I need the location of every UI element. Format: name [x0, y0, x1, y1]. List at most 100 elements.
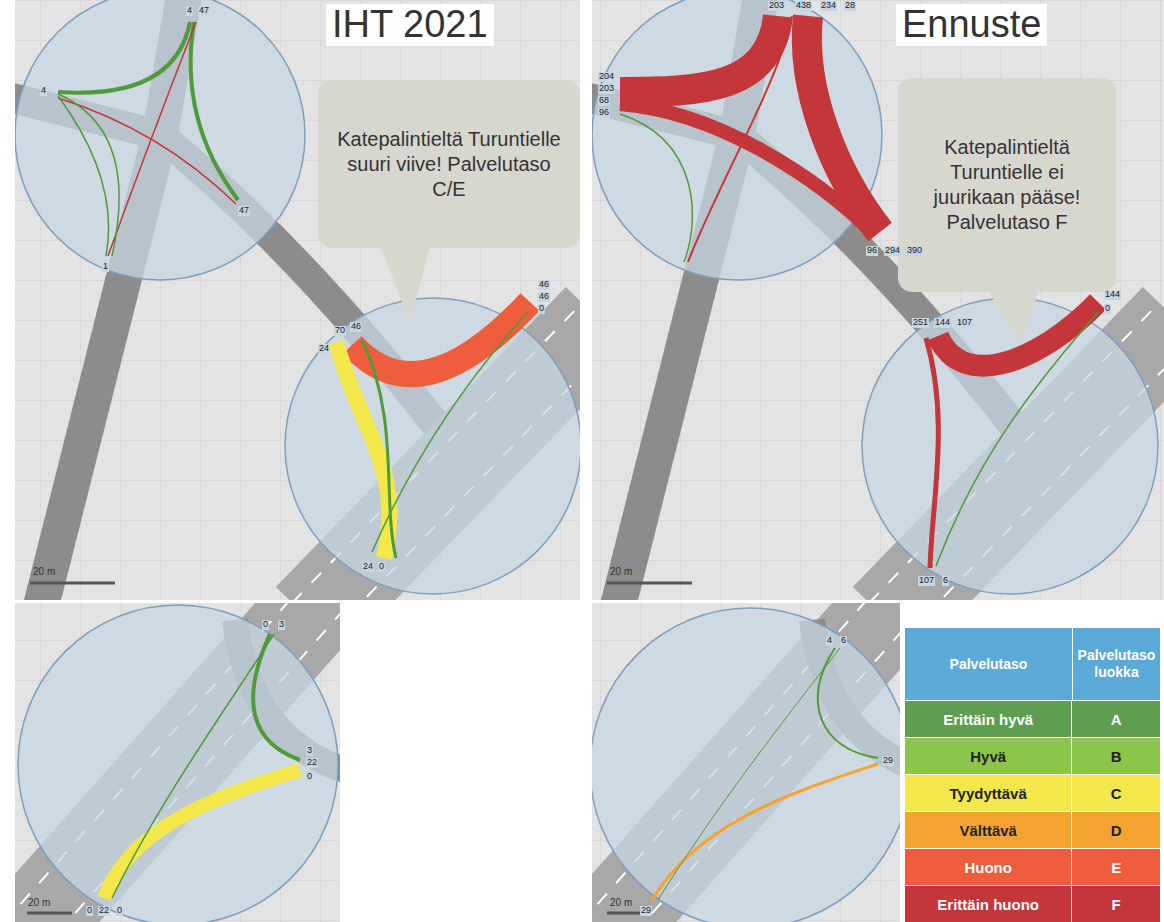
flow-count: 144 [934, 318, 951, 328]
flow-count: 70 [334, 326, 346, 336]
legend-text: Erittäin hyvä [943, 711, 1033, 728]
flow-count: 107 [956, 318, 973, 328]
legend-cell: F [1071, 886, 1160, 922]
class-letter: F [1112, 896, 1121, 913]
flow-count: 203 [598, 84, 615, 94]
flow-count: 4 [40, 86, 47, 96]
traffic-flow [58, 96, 109, 256]
flow-count: 96 [598, 108, 610, 118]
scale-label: 20 m [610, 897, 632, 908]
flow-count: 46 [350, 322, 362, 332]
traffic-flow [372, 312, 528, 552]
traffic-flow [936, 312, 1098, 566]
traffic-flow [104, 770, 300, 898]
traffic-flow [112, 634, 274, 898]
traffic-flow [58, 22, 190, 93]
analysis-circle [592, 0, 882, 280]
flow-count: 0 [538, 304, 545, 314]
flow-count: 68 [598, 96, 610, 106]
legend-cell: B [1071, 738, 1160, 774]
analysis-circle [285, 298, 580, 594]
legend-cell: C [1071, 775, 1160, 811]
traffic-flow [652, 648, 878, 900]
callout-pointer [378, 240, 432, 322]
class-letter: D [1111, 822, 1122, 839]
title-text: Ennuste [896, 4, 1047, 46]
flow-count: 0 [306, 772, 313, 782]
traffic-flow [688, 16, 792, 262]
legend-cell: E [1071, 849, 1160, 885]
scale-bar [27, 913, 72, 914]
legend-cell: Välttävä [905, 812, 1071, 848]
flow-count: 294 [884, 246, 901, 256]
flow-count: 0 [1104, 304, 1111, 314]
callout-box: Katepalintieltä Turuntielle suuri viive!… [318, 80, 580, 248]
legend-cell: A [1071, 701, 1160, 737]
flow-count: 1 [102, 262, 109, 272]
class-letter: E [1111, 859, 1121, 876]
flow-count: 47 [238, 206, 250, 216]
legend-text: Hyvä [970, 748, 1006, 765]
flow-count: 46 [538, 280, 550, 290]
traffic-flow [658, 648, 840, 900]
analysis-circle [592, 608, 900, 922]
flow-count: 3 [306, 746, 313, 756]
analysis-circle [18, 605, 338, 922]
analysis-circle [592, 0, 1158, 594]
flow-count: 390 [906, 246, 923, 256]
callout-text: Katepalintieltä Turuntielle suuri viive!… [332, 127, 566, 202]
traffic-flow [362, 340, 396, 558]
scale-label: 20 m [28, 897, 50, 908]
analysis-circle [18, 605, 338, 922]
header-cell: Palvelutaso luokka [1072, 628, 1160, 700]
legend-swatch: Hyvä B [905, 737, 1160, 774]
legend-swatch: Erittäin huono F [905, 885, 1160, 922]
title-text: IHT 2021 [326, 4, 494, 46]
traffic-flow [191, 22, 238, 200]
traffic-flow [620, 104, 874, 234]
map-panel [15, 0, 580, 600]
flow-count: 204 [598, 72, 615, 82]
traffic-flow [104, 634, 300, 898]
class-letter: C [1111, 785, 1122, 802]
flow-count: 29 [882, 756, 894, 766]
legend-text: Erittäin huono [937, 896, 1039, 913]
legend-cell: Huono [905, 849, 1071, 885]
road [15, 603, 340, 922]
legend-cell: Hyvä [905, 738, 1071, 774]
flow-count: 47 [198, 6, 210, 16]
traffic-flow [652, 764, 878, 900]
flow-count: 6 [942, 576, 949, 586]
flow-count: 28 [844, 1, 856, 11]
flow-count: 0 [86, 906, 93, 916]
analysis-circle [15, 0, 580, 594]
scale-label: 20 m [33, 566, 55, 577]
scale-bar [607, 583, 692, 584]
road [592, 603, 900, 922]
legend-header: PalvelutasoPalvelutaso luokka [905, 628, 1160, 700]
flow-count: 22 [306, 758, 318, 768]
flow-count: 438 [795, 1, 812, 11]
flow-count: 22 [98, 906, 110, 916]
callout-pointer [985, 286, 1040, 345]
label: Palvelutaso luokka [1077, 647, 1156, 681]
legend-swatch: Erittäin hyvä A [905, 700, 1160, 737]
scale-bar [30, 583, 115, 584]
header-cell: Palvelutaso [905, 628, 1072, 700]
flow-count: 203 [768, 1, 785, 11]
analysis-circle [15, 0, 305, 280]
road [15, 0, 580, 600]
flow-count: 107 [918, 576, 935, 586]
scale-label: 20 m [610, 566, 632, 577]
traffic-flow [108, 22, 196, 256]
flow-count: 24 [362, 562, 374, 572]
scale-bar [607, 582, 692, 585]
flow-count: 0 [116, 906, 123, 916]
flow-count: 24 [318, 344, 330, 354]
flow-count: 4 [826, 636, 833, 646]
analysis-circle [592, 608, 900, 922]
callout-box: Katepalintieltä Turuntielle ei juurikaan… [898, 78, 1116, 292]
analysis-circle [862, 298, 1158, 594]
flow-count: 234 [820, 1, 837, 11]
flow-count: 0 [262, 620, 269, 630]
